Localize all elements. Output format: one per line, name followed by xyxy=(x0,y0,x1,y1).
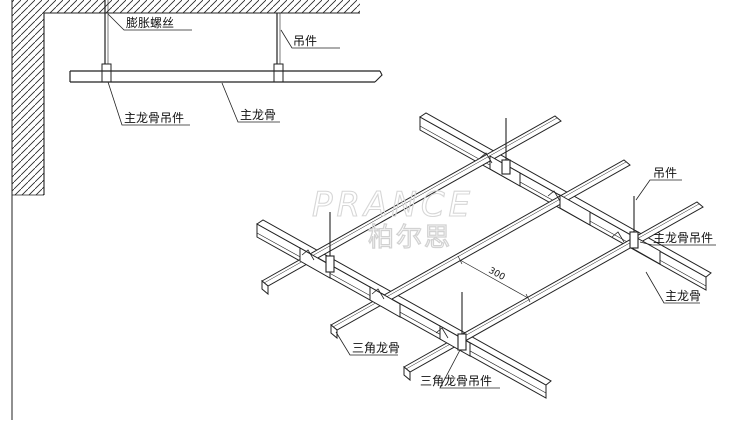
label-expansion-bolt: 膨胀螺丝 xyxy=(126,16,174,30)
watermark-brand-cn: 柏尔思 xyxy=(368,223,452,253)
label-main-keel-top: 主龙骨 xyxy=(240,108,276,122)
label-main-keel-right: 主龙骨 xyxy=(665,289,701,303)
watermark-brand-en: PRANCE xyxy=(312,185,474,225)
label-hanger-right: 吊件 xyxy=(653,166,677,180)
side-view-leaders xyxy=(107,13,340,126)
label-main-keel-hanger-right: 主龙骨吊件 xyxy=(653,231,713,245)
watermark: PRANCE 柏尔思 xyxy=(311,184,474,253)
side-view-main-keel xyxy=(69,70,383,83)
spacing-dimension xyxy=(457,255,531,303)
label-triangle-keel: 三角龙骨 xyxy=(352,341,400,355)
ceiling-slab xyxy=(12,0,360,196)
triangle-keel-2 xyxy=(330,159,631,340)
label-hanger-top: 吊件 xyxy=(293,34,317,48)
label-triangle-keel-hanger: 三角龙骨吊件 xyxy=(420,374,492,388)
side-view-rods xyxy=(101,0,284,83)
hanger-rods-iso xyxy=(325,118,639,351)
iso-leaders xyxy=(335,179,716,389)
triangle-keel-clips xyxy=(301,152,625,339)
label-main-keel-hanger-top: 主龙骨吊件 xyxy=(124,111,184,125)
